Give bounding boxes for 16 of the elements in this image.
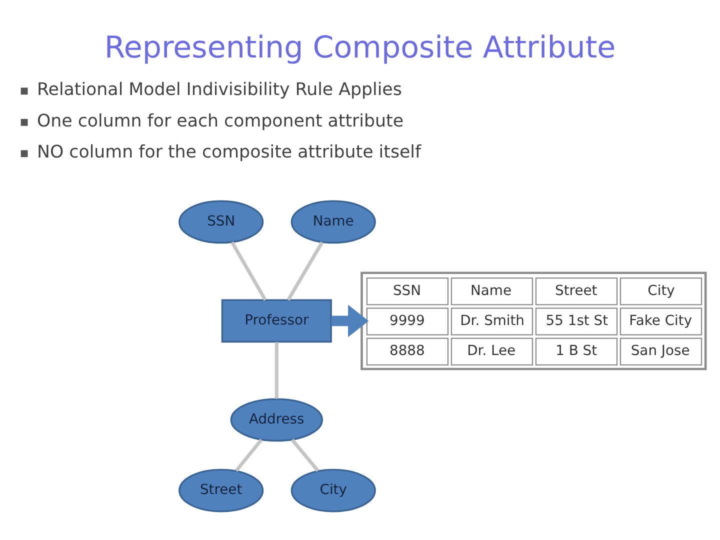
node-ellipse: Address (230, 398, 324, 442)
connector (274, 342, 278, 399)
node-ellipse: City (290, 468, 376, 512)
connector (286, 241, 324, 301)
arrow (331, 304, 369, 338)
node-box: Professor (221, 299, 332, 343)
connector (290, 438, 320, 472)
label: One column for each component attribute (37, 111, 404, 132)
node-ellipse: SSN (178, 200, 264, 244)
diagram-title: Representing Composite Attribute (104, 30, 616, 66)
label: NO column for the composite attribute itself (37, 142, 422, 163)
label: Relational Model Indivisibility Rule Applies (37, 80, 402, 100)
node-ellipse: Street (178, 468, 264, 512)
node-ellipse: Name (290, 200, 376, 244)
connector (230, 241, 267, 301)
connector (234, 438, 263, 472)
